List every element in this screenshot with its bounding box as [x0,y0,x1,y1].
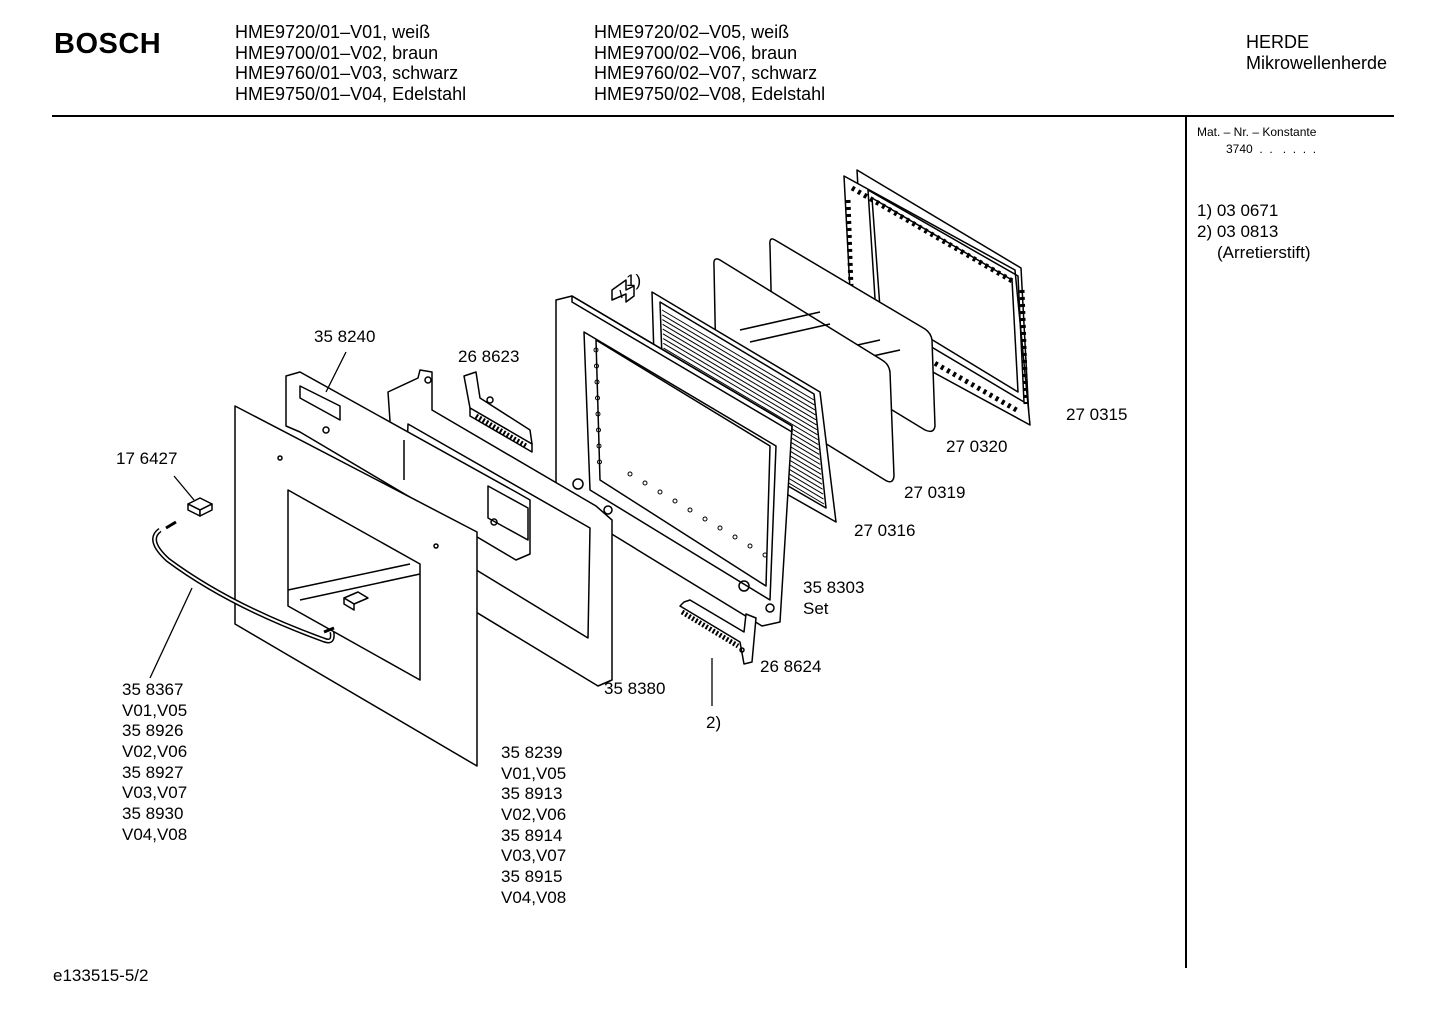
part-variant: 35 8915 [501,867,563,887]
clip-part-1 [611,279,635,303]
label-270316: 27 0316 [854,521,916,540]
label-270320: 27 0320 [946,437,1008,456]
label-note-1: 1) [626,271,642,290]
grid-line [663,347,819,441]
model-item: HME9750/02–V08, Edelstahl [594,84,826,105]
part-variant: V04,V08 [122,824,188,844]
frame-hole [717,525,723,531]
part-variant: 35 8367 [122,680,184,699]
frame-hole [747,543,753,549]
brand-logo: BOSCH [54,28,162,60]
model-item: HME9760/02–V07, schwarz [594,63,818,84]
frame-hole [687,507,693,513]
frame-hole [762,552,768,558]
header-divider [52,115,1394,117]
label-358303-set: Set [803,598,829,618]
document-id: e133515-5/2 [53,966,149,985]
door-handle-358367 [152,520,335,644]
glass-pane-270319 [713,258,895,483]
grid-line [662,338,818,431]
label-358367-list: 35 8367 V01,V05 35 8926 V02,V06 35 8927 … [122,680,187,846]
frame-hole [702,516,708,522]
part-variant: V02,V06 [501,805,567,825]
part-variant: 35 8239 [501,743,563,762]
grid-line [663,342,818,436]
grid-line [661,314,815,406]
hinge-268623 [463,371,533,453]
part-variant: 35 8927 [122,762,184,782]
mat-label: Mat. – Nr. – Konstante [1197,125,1317,139]
frame-hole [657,489,663,495]
label-358239-list: 35 8239 V01,V05 35 8913 V02,V06 35 8914 … [501,743,566,909]
label-270319: 27 0319 [904,483,966,502]
model-item: HME9750/01–V04, Edelstahl [235,84,467,105]
mat-value: 3740 . . . . . . [1226,142,1317,156]
model-item: HME9700/02–V06, braun [594,42,798,63]
part-variant: V02,V06 [122,742,188,762]
grid-line [662,319,816,411]
label-358240: 35 8240 [314,327,376,346]
part-variant: 35 8930 [122,804,184,824]
control-cover-358240 [285,371,531,561]
part-variant: 35 8926 [122,721,184,741]
part-variant: 35 8914 [501,825,563,845]
frame-hole [627,471,633,477]
model-list-left: HME9720/01–V01, weiß HME9700/01–V02, bra… [235,22,466,105]
footnote-2-desc: (Arretierstift) [1217,243,1311,262]
frame-hole [594,379,600,385]
sidebar-divider [1185,116,1187,968]
part-variant: V03,V07 [122,783,188,803]
front-glass-door-358239 [234,405,478,767]
frame-hole [595,411,601,417]
frame-hole [672,498,678,504]
label-176427: 17 6427 [116,449,178,468]
label-note-2: 2) [706,713,722,732]
frame-hole [597,459,602,465]
footnote-1: 1) 03 0671 [1197,201,1279,220]
model-list-right: HME9720/02–V05, weiß HME9700/02–V06, bra… [594,22,825,105]
grid-line [661,309,815,401]
part-variant: V01,V05 [122,700,188,720]
part-variant: V01,V05 [501,763,567,783]
model-item: HME9700/01–V02, braun [235,42,439,63]
category-block: HERDE Mikrowellenherde [1246,32,1387,74]
part-variant: 35 8913 [501,784,563,804]
frame-hole [732,534,738,540]
frame-hole [595,395,600,401]
frame-hole [596,427,601,433]
footnote-2: 2) 03 0813 [1197,222,1279,241]
label-358303: 35 8303 Set [803,578,864,619]
footnotes: 1) 03 0671 2) 03 0813 (Arretierstift) [1197,200,1311,263]
frame-hole [593,347,599,353]
label-268624: 26 8624 [760,657,822,676]
category-subtitle: Mikrowellenherde [1246,53,1388,73]
frame-hole [594,363,599,369]
model-item: HME9720/01–V01, weiß [235,22,431,42]
model-item: HME9760/01–V03, schwarz [235,63,459,84]
hinge-268624 [679,599,757,665]
category-title: HERDE [1246,32,1310,52]
label-358380: 35 8380 [604,679,666,698]
frame-hole [642,480,648,486]
grid-line [662,323,816,416]
leader-lines [149,289,713,706]
pad-176427 [187,497,213,517]
label-270315: 27 0315 [1066,405,1128,424]
part-variant: V03,V07 [501,846,567,866]
frame-hole [596,443,602,449]
grid-line [662,328,817,421]
model-item: HME9720/02–V05, weiß [594,22,790,42]
grid-line [662,333,817,426]
label-268623: 26 8623 [458,347,520,366]
label-358303-number: 35 8303 [803,578,865,597]
part-variant: V04,V08 [501,887,567,907]
